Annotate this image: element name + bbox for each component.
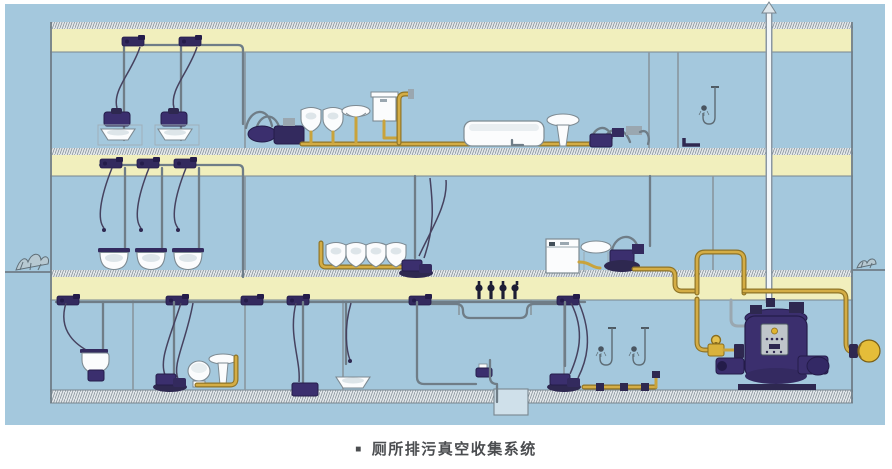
ceiling-collector-pipe (122, 43, 245, 126)
bathtub-icon (463, 120, 545, 147)
cistern-toilet-icon (370, 91, 399, 140)
washing-machine-icon (545, 238, 580, 274)
grass-right-icon (856, 258, 877, 269)
vacuum-interface-unit-icon (604, 174, 652, 272)
interface-valve-icon (408, 293, 433, 306)
interface-valve-icon (286, 293, 311, 306)
mid-slab (50, 155, 853, 176)
interface-valve-icon (178, 34, 203, 47)
vacuum-pumps-icon (715, 355, 830, 376)
mid-slab-hatch (50, 148, 853, 155)
roof-slab (50, 29, 853, 52)
caption-bullet: ■ (355, 444, 363, 455)
interface-valve-icon (165, 293, 190, 306)
interface-valve-icon (56, 293, 81, 306)
grass-left-icon (15, 253, 49, 271)
station-control-panel (760, 323, 789, 356)
vacuum-pump-cluster-icon (244, 110, 305, 145)
caption-text: 厕所排污真空收集系统 (371, 441, 537, 458)
ceiling-collector-pipe (98, 163, 245, 279)
vacuum-system-diagram (5, 1, 885, 425)
pipe-stub (652, 371, 660, 378)
ground-slab (50, 277, 853, 300)
basement-floor (50, 390, 853, 403)
roof-slab-hatch (50, 22, 853, 29)
wall-coupling (849, 344, 858, 358)
station-base (738, 384, 816, 390)
vacuum-interface-unit-icon (588, 126, 650, 148)
top-floor (97, 34, 720, 148)
vent-cap-icon (761, 1, 777, 14)
sump-pump-icon (475, 358, 499, 404)
interface-valve-icon (136, 156, 161, 169)
black-floor-valves (475, 281, 519, 299)
basement (54, 293, 660, 404)
inlet-flange (734, 344, 744, 358)
discharge-ball-joint-icon (857, 339, 881, 363)
ground-slab-hatch (50, 270, 853, 277)
pipe-dip-under-beam (418, 302, 564, 320)
interface-valve-icon (99, 156, 124, 169)
indicator-lamp (771, 327, 778, 335)
interface-valve-icon (240, 293, 265, 306)
middle-floor (97, 156, 881, 363)
pedestal-sink-icon (208, 353, 238, 386)
pedestal-sink-icon (546, 113, 580, 147)
wall-basin-icon (341, 104, 371, 144)
interface-valve-icon (173, 156, 198, 169)
floor-elbow (682, 138, 700, 147)
underfloor-unit-icon (291, 382, 319, 397)
pipe-cap (408, 89, 414, 99)
vent-stack-icon (761, 1, 777, 303)
vacuum-lift-gooseneck (694, 249, 747, 296)
vacuum-collection-station (694, 296, 830, 390)
interface-valve-icon (556, 293, 581, 306)
gate-valve-icon (707, 334, 725, 357)
suction-pipe (729, 298, 750, 328)
sump-pit (493, 388, 529, 416)
wall-hung-toilet-icon (80, 349, 110, 382)
caption: ■ 厕所排污真空收集系统 (0, 438, 892, 459)
interface-valve-icon (121, 34, 146, 47)
